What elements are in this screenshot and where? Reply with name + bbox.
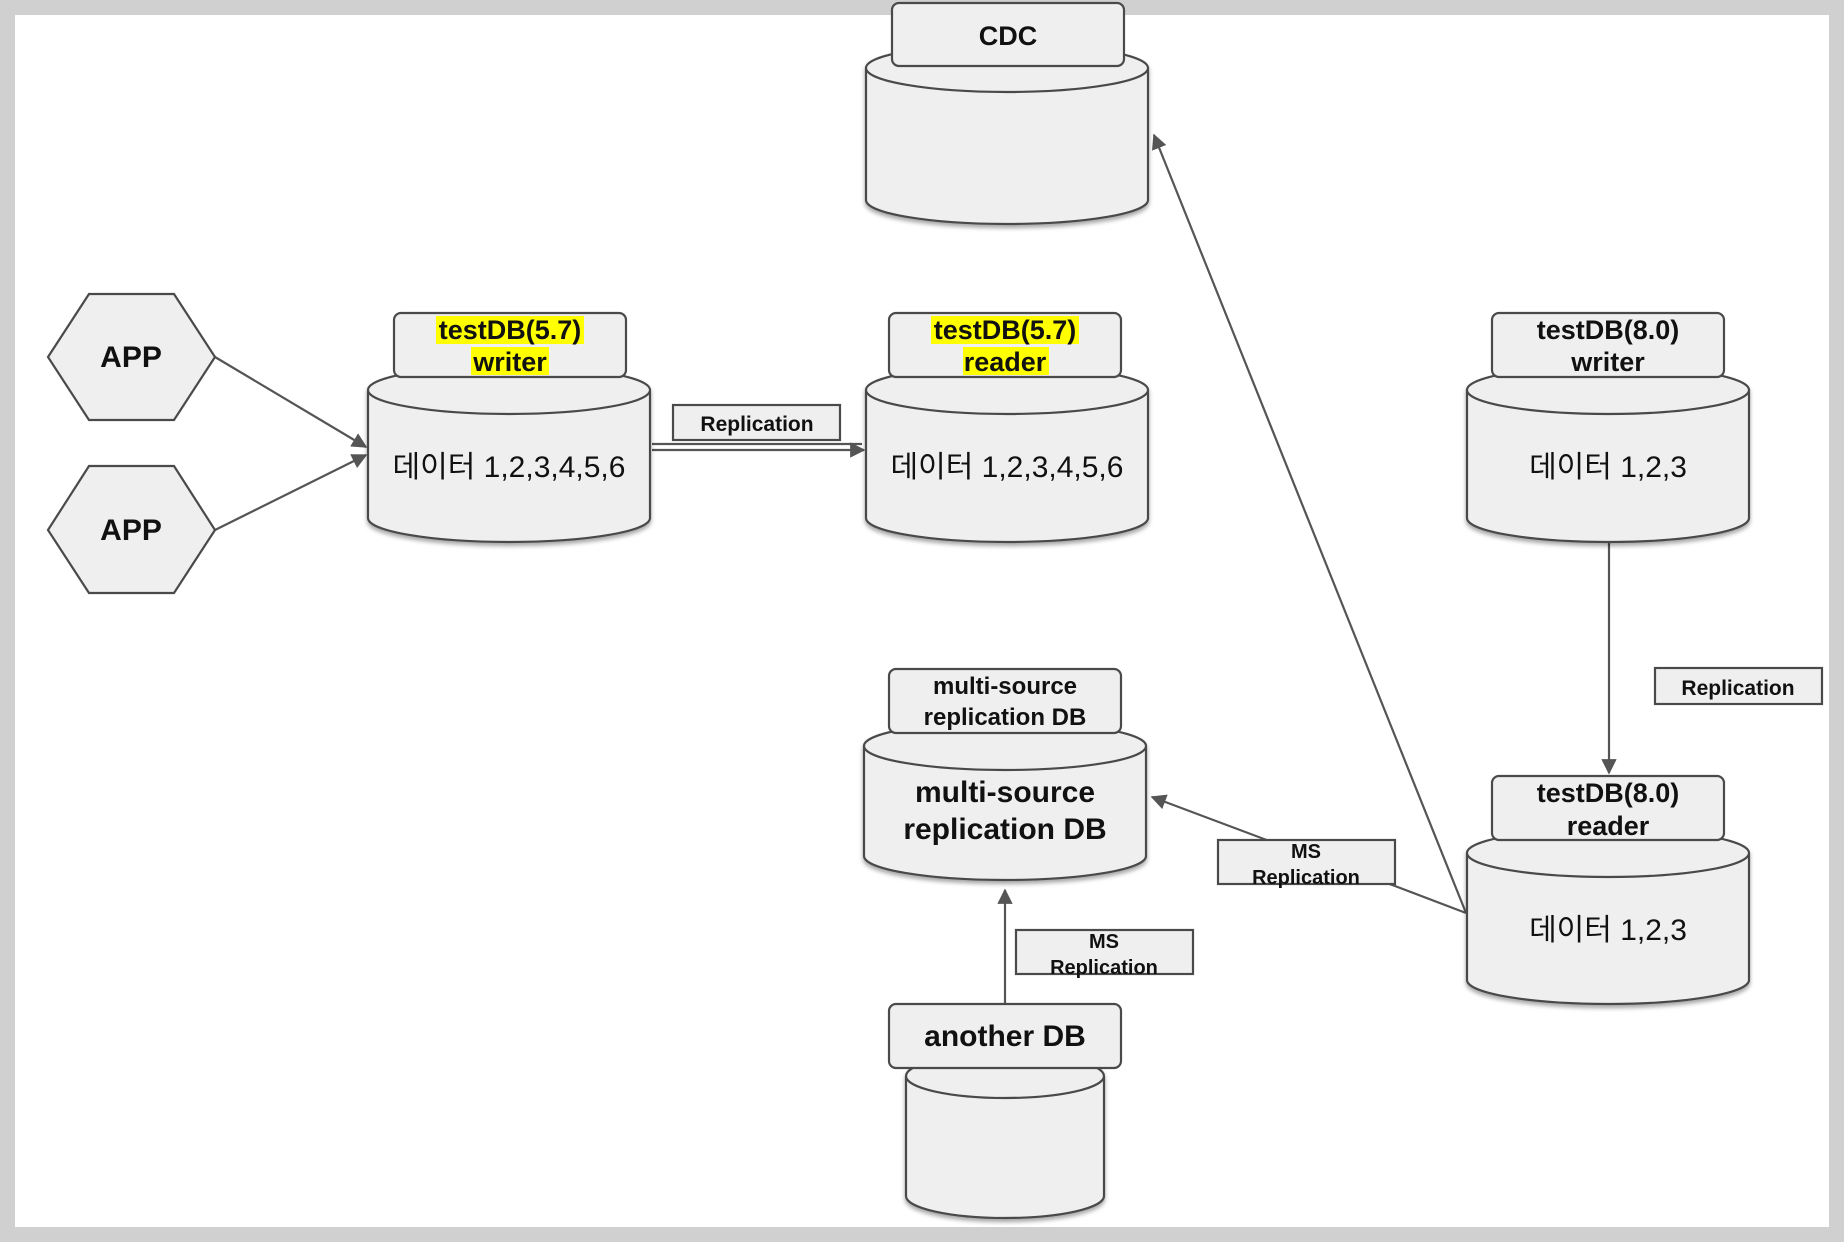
edge-app2-to-writer57 <box>214 454 368 531</box>
db80-writer-body: 데이터 1,2,3 <box>1529 451 1687 484</box>
ms-replication-b-line1: MS <box>1089 931 1119 953</box>
another-db-label-box: another DB <box>887 1002 1123 1070</box>
db57-reader-label-box: testDB(5.7) reader <box>887 311 1123 379</box>
db57-writer-name-1: testDB(5.7) <box>439 315 582 345</box>
db57-writer-label-box: testDB(5.7) writer <box>392 311 628 379</box>
db80-reader-body: 데이터 1,2,3 <box>1529 914 1687 947</box>
db57-writer-name-2: writer <box>472 347 547 377</box>
msdb-name-2: replication DB <box>924 704 1087 731</box>
app-label: APP <box>100 341 162 374</box>
another-db-cylinder[interactable] <box>904 1052 1106 1220</box>
ms-replication-a-line1: MS <box>1291 841 1321 863</box>
replication-80-label: Replication <box>1681 677 1794 700</box>
replication-80-label-box: Replication <box>1653 666 1824 706</box>
app-node[interactable]: APP <box>46 464 217 595</box>
msdb-label-box: multi-source replication DB <box>887 667 1123 735</box>
ms-replication-a-line2: Replication <box>1252 867 1360 889</box>
highlight-mark <box>436 316 584 344</box>
db80-writer-label-box: testDB(8.0) writer <box>1490 311 1726 379</box>
app-label: APP <box>100 514 162 547</box>
edge-reader80-to-cdc <box>1152 133 1468 914</box>
cdc-label-box: CDC <box>890 1 1126 68</box>
another-db-label: another DB <box>924 1020 1086 1053</box>
highlight-mark <box>963 347 1049 375</box>
replication-57-label: Replication <box>700 413 813 436</box>
db80-reader-name-2: reader <box>1567 811 1650 841</box>
edge-app1-to-writer57 <box>214 356 368 448</box>
db80-reader-label-box: testDB(8.0) reader <box>1490 774 1726 842</box>
db80-writer-name-2: writer <box>1570 347 1645 377</box>
highlight-mark <box>471 347 549 375</box>
db57-writer-body: 데이터 1,2,3,4,5,6 <box>393 451 626 484</box>
ms-replication-a-label-box: MS Replication <box>1216 838 1397 889</box>
ms-replication-b-label-box: MS Replication <box>1014 928 1195 979</box>
replication-57-label-box: Replication <box>671 403 842 442</box>
msdb-name-1: multi-source <box>933 673 1077 700</box>
db57-reader-body: 데이터 1,2,3,4,5,6 <box>891 451 1124 484</box>
cdc-db[interactable] <box>864 42 1150 226</box>
msdb-body-1: multi-source <box>915 776 1095 809</box>
db80-writer-name-1: testDB(8.0) <box>1537 315 1680 345</box>
db57-reader-name-2: reader <box>964 347 1047 377</box>
app-node[interactable]: APP <box>46 292 217 422</box>
db80-reader-name-1: testDB(8.0) <box>1537 778 1680 808</box>
db57-reader-name-1: testDB(5.7) <box>934 315 1077 345</box>
highlight-mark <box>931 316 1079 344</box>
cdc-label: CDC <box>979 21 1038 51</box>
msdb-body-2: replication DB <box>903 813 1106 846</box>
ms-replication-b-line2: Replication <box>1050 957 1158 979</box>
